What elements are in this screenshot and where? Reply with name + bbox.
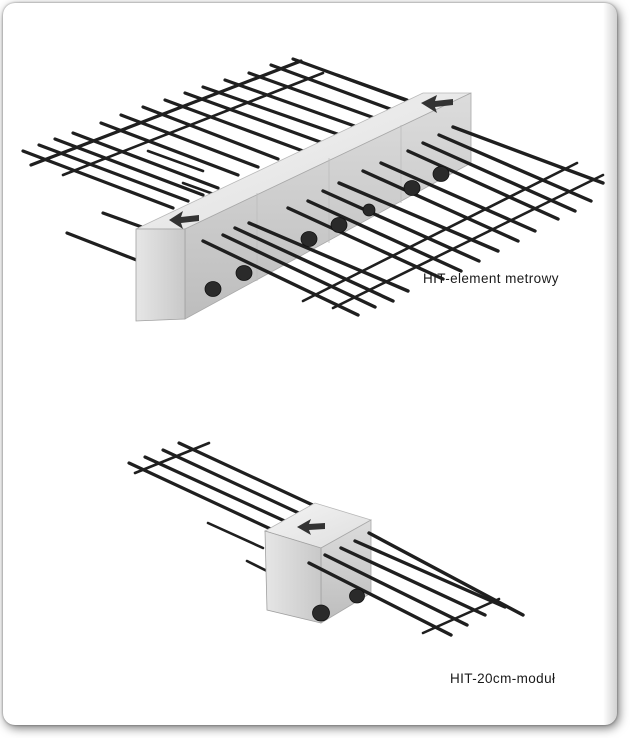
hit-element-metrowy-illustration <box>21 57 605 322</box>
module-rear-rebar-group <box>127 441 319 575</box>
rear-rebar-group <box>21 57 421 263</box>
module-block-end <box>264 530 322 624</box>
front-rebar-group <box>201 125 605 317</box>
figure-frame: HIT-element metrowy HIT-20cm-moduł <box>3 3 617 725</box>
module-compression-bearings <box>312 588 365 622</box>
insulation-block-end <box>135 228 186 322</box>
module-front-rebar-group <box>307 531 525 637</box>
compression-bearings <box>204 166 450 297</box>
caption-hit-20cm-modul: HIT-20cm-moduł <box>450 671 556 686</box>
hit-20cm-modul-illustration <box>127 441 525 637</box>
direction-arrow-left-icon <box>169 211 199 229</box>
module-direction-arrow-icon <box>297 519 325 535</box>
caption-hit-element-metrowy: HIT-element metrowy <box>423 271 559 286</box>
product-illustrations <box>21 57 605 637</box>
direction-arrow-right-icon <box>421 95 453 113</box>
